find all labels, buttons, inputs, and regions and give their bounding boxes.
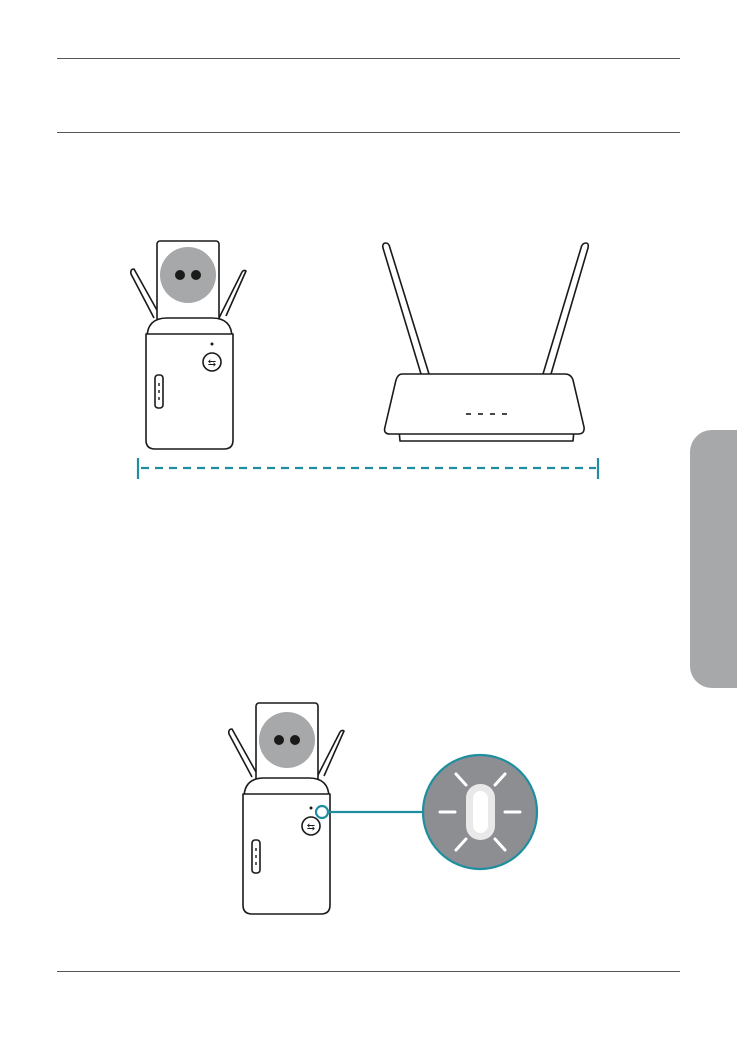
extender-left-antenna bbox=[229, 729, 256, 777]
led-callout bbox=[316, 755, 537, 869]
socket-pin-left bbox=[274, 735, 284, 745]
socket-pin-left bbox=[175, 270, 185, 280]
router-body bbox=[385, 374, 585, 434]
led-highlight-ring bbox=[316, 806, 328, 818]
extender-left-antenna bbox=[131, 269, 158, 318]
wps-icon: ⇆ bbox=[307, 822, 315, 833]
socket-face bbox=[160, 247, 216, 303]
socket-pin-right bbox=[290, 735, 300, 745]
wps-icon: ⇆ bbox=[208, 358, 216, 369]
placement-figure: ⇆ bbox=[0, 0, 737, 500]
wireless-router bbox=[383, 243, 588, 441]
extender-right-antenna bbox=[317, 730, 344, 777]
socket-pin-right bbox=[191, 270, 201, 280]
socket-face bbox=[259, 712, 315, 768]
led-status-figure: ⇆ bbox=[0, 600, 737, 1000]
router-left-antenna bbox=[383, 243, 429, 374]
range-extender: ⇆ bbox=[131, 241, 246, 449]
distance-indicator bbox=[138, 458, 598, 479]
lit-led bbox=[473, 791, 488, 833]
extender-led bbox=[310, 807, 313, 810]
extender-right-antenna bbox=[219, 270, 246, 318]
router-right-antenna bbox=[543, 243, 588, 374]
extender-led bbox=[211, 343, 214, 346]
